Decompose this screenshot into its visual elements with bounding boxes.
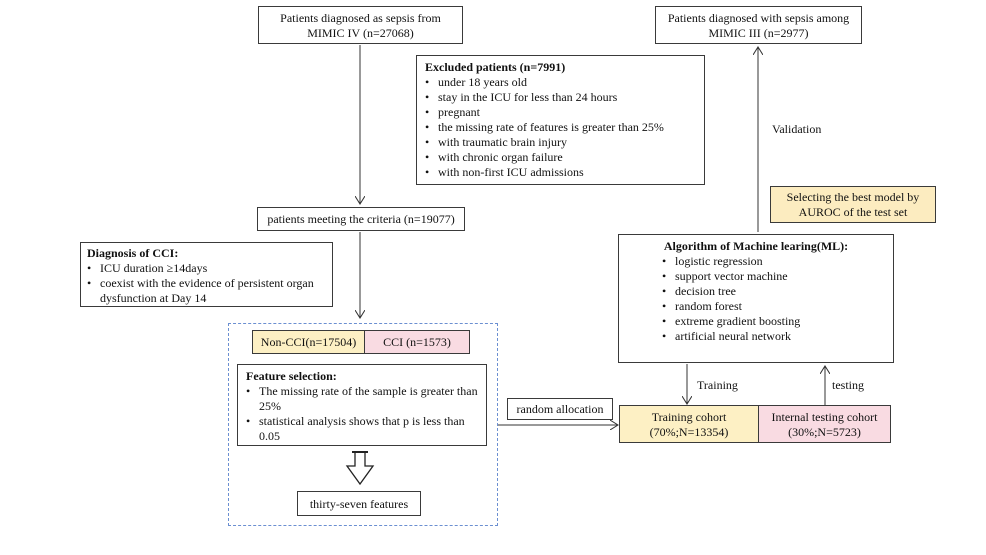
criteria-box: patients meeting the criteria (n=19077) bbox=[257, 207, 465, 231]
list-item: pregnant bbox=[425, 105, 696, 120]
testing-cohort-box: Internal testing cohort (30%;N=5723) bbox=[758, 405, 891, 443]
feature-selection-list: The missing rate of the sample is greate… bbox=[246, 384, 480, 444]
list-item: statistical analysis shows that p is les… bbox=[246, 414, 480, 444]
mimic-iv-line2: MIMIC IV (n=27068) bbox=[307, 26, 414, 40]
excluded-patients-box: Excluded patients (n=7991) under 18 year… bbox=[416, 55, 705, 185]
mimic-iv-line1: Patients diagnosed as sepsis from bbox=[280, 11, 441, 25]
training-label: Training bbox=[697, 378, 738, 392]
cci-diagnosis-list: ICU duration ≥14days coexist with the ev… bbox=[87, 261, 326, 306]
list-item: extreme gradient boosting bbox=[662, 314, 885, 329]
list-item: The missing rate of the sample is greate… bbox=[246, 384, 480, 414]
list-item: the missing rate of features is greater … bbox=[425, 120, 696, 135]
excluded-title: Excluded patients (n=7991) bbox=[425, 60, 566, 74]
best-model-line1: Selecting the best model by bbox=[786, 190, 920, 204]
training-cohort-line1: Training cohort bbox=[651, 410, 727, 424]
cci-box: CCI (n=1573) bbox=[364, 330, 470, 354]
features-result-box: thirty-seven features bbox=[297, 491, 421, 516]
testing-cohort-line1: Internal testing cohort bbox=[771, 410, 878, 424]
testing-cohort-line2: (30%;N=5723) bbox=[788, 425, 861, 439]
ml-algorithm-box: Algorithm of Machine learing(ML): logist… bbox=[618, 234, 894, 363]
list-item: stay in the ICU for less than 24 hours bbox=[425, 90, 696, 105]
list-item: logistic regression bbox=[662, 254, 885, 269]
list-item: support vector machine bbox=[662, 269, 885, 284]
training-cohort-line2: (70%;N=13354) bbox=[649, 425, 729, 439]
hollow-down-arrow-icon bbox=[345, 451, 375, 486]
feature-selection-box: Feature selection: The missing rate of t… bbox=[237, 364, 487, 446]
excluded-list: under 18 years old stay in the ICU for l… bbox=[425, 75, 696, 180]
cci-diagnosis-title: Diagnosis of CCI: bbox=[87, 246, 179, 260]
list-item: under 18 years old bbox=[425, 75, 696, 90]
random-allocation-box: random allocation bbox=[507, 398, 613, 420]
random-allocation-text: random allocation bbox=[516, 402, 604, 416]
list-item: with non-first ICU admissions bbox=[425, 165, 696, 180]
best-model-line2: AUROC of the test set bbox=[798, 205, 908, 219]
list-item: decision tree bbox=[662, 284, 885, 299]
list-item: coexist with the evidence of persistent … bbox=[87, 276, 326, 306]
list-item: ICU duration ≥14days bbox=[87, 261, 326, 276]
non-cci-text: Non-CCI(n=17504) bbox=[260, 335, 357, 349]
feature-selection-title: Feature selection: bbox=[246, 369, 337, 383]
criteria-text: patients meeting the criteria (n=19077) bbox=[267, 212, 455, 226]
list-item: with traumatic brain injury bbox=[425, 135, 696, 150]
list-item: artificial neural network bbox=[662, 329, 885, 344]
ml-title: Algorithm of Machine learing(ML): bbox=[663, 239, 849, 253]
list-item: random forest bbox=[662, 299, 885, 314]
mimic-iii-line1: Patients diagnosed with sepsis among bbox=[667, 11, 850, 25]
ml-list: logistic regression support vector machi… bbox=[662, 254, 885, 344]
cci-diagnosis-box: Diagnosis of CCI: ICU duration ≥14days c… bbox=[80, 242, 333, 307]
testing-label: testing bbox=[832, 378, 864, 392]
non-cci-box: Non-CCI(n=17504) bbox=[252, 330, 365, 354]
training-cohort-box: Training cohort (70%;N=13354) bbox=[619, 405, 759, 443]
features-result-text: thirty-seven features bbox=[309, 497, 409, 511]
cci-text: CCI (n=1573) bbox=[383, 335, 451, 349]
mimic-iii-box: Patients diagnosed with sepsis among MIM… bbox=[655, 6, 862, 44]
mimic-iii-line2: MIMIC III (n=2977) bbox=[708, 26, 809, 40]
mimic-iv-box: Patients diagnosed as sepsis from MIMIC … bbox=[258, 6, 463, 44]
validation-label: Validation bbox=[772, 122, 822, 136]
best-model-box: Selecting the best model by AUROC of the… bbox=[770, 186, 936, 223]
list-item: with chronic organ failure bbox=[425, 150, 696, 165]
feature-selection-group bbox=[228, 323, 498, 526]
